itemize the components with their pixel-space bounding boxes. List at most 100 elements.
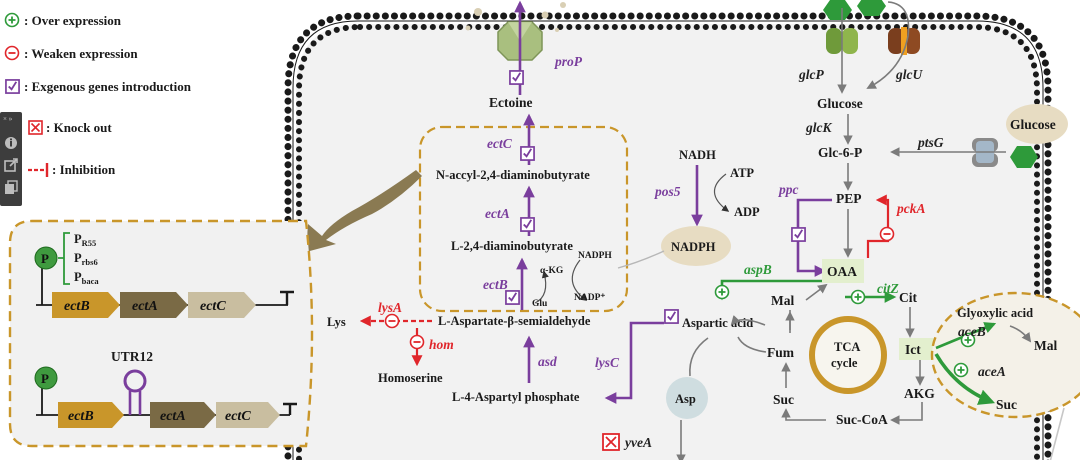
minus-circle-icon — [879, 226, 895, 242]
aspartyl-phosphate-node: L-4-Aspartyl phosphate — [452, 390, 580, 404]
glyoxylate-suc-node: Suc — [996, 397, 1017, 412]
glcu-label: glcU — [895, 67, 923, 82]
weaken-expression-legend: : Weaken expression — [4, 45, 138, 61]
oaa-node: OAA — [827, 264, 857, 279]
ectoine-particle — [555, 28, 559, 32]
promoter-r55: PR55 — [74, 232, 96, 248]
plus-circle-icon — [4, 12, 20, 28]
inhibition-legend: : Inhibition — [28, 162, 116, 177]
promoter-bracket — [58, 232, 70, 285]
checkbox-icon — [520, 217, 535, 232]
suc-node: Suc — [773, 392, 794, 407]
mal-node: Mal — [771, 293, 794, 308]
ecta-gene-label: ectA — [132, 299, 158, 314]
hom-label: hom — [429, 337, 454, 352]
glcp-label: glcP — [798, 67, 824, 82]
legend-exo-label: : Exgenous genes introduction — [24, 79, 192, 94]
knockout-legend: : Knock out — [28, 120, 112, 135]
toolbar-header: × » — [3, 115, 13, 123]
checkbox-icon — [664, 309, 679, 324]
exogenous-legend: : Exgenous genes introduction — [5, 79, 192, 94]
succoa-to-suc-arrow — [781, 408, 826, 421]
atp-to-adp-arrow — [713, 173, 730, 212]
ectoine-particle — [541, 11, 549, 19]
glucose-molecule — [857, 0, 886, 16]
pcka-label: pckA — [896, 201, 926, 216]
ectc-gene-block — [216, 402, 280, 428]
copy-icon[interactable] — [5, 180, 18, 194]
ectb-label: ectB — [483, 277, 508, 292]
nadph-bubble — [661, 226, 731, 266]
checkbox-icon — [520, 146, 535, 161]
glucose-outside-bubble — [1006, 104, 1068, 144]
mal-to-oaa-arrow — [805, 283, 828, 301]
legend-weaken-label: : Weaken expression — [24, 46, 138, 61]
nadp-small-label: NADP⁺ — [574, 293, 605, 303]
terminator-icon — [280, 290, 294, 305]
adp-label: ADP — [734, 205, 760, 219]
glcu-arrow — [866, 1, 910, 89]
ecta-label: ectA — [485, 206, 510, 221]
ectoine-particle — [465, 25, 471, 31]
promoter-letter: P — [41, 251, 49, 266]
fum-link-line — [737, 336, 767, 353]
checkbox-icon — [505, 290, 520, 305]
asp-node: Asp — [675, 392, 696, 406]
construct-2: P ectB UTR12 ectA ectC — [34, 349, 297, 428]
succoa-node: Suc-CoA — [836, 412, 888, 427]
legend-inhibit-label: : Inhibition — [52, 162, 116, 177]
ectb-gene-label: ectB — [64, 299, 90, 314]
inset-box — [8, 219, 314, 448]
ectb-gene-block — [58, 402, 124, 428]
plus-circle-icon — [953, 362, 969, 378]
aspb-label: aspB — [744, 262, 772, 277]
ppc-label: ppc — [778, 182, 799, 197]
glu-to-akg-arrow — [534, 270, 549, 304]
ict-node: Ict — [905, 342, 921, 357]
mal-to-aspartic-arrow — [730, 315, 766, 326]
checkbox-icon — [509, 70, 524, 85]
lysc-label: lysC — [595, 355, 620, 370]
glyoxylate-leader-line — [1049, 407, 1065, 460]
cell-membrane-line — [292, 20, 1044, 460]
glu-label: Glu — [532, 299, 548, 309]
cell-membrane-inner — [296, 24, 1040, 460]
ict-highlight — [899, 338, 935, 360]
lysa-label: lysA — [378, 300, 402, 315]
checkbox-icon — [5, 79, 20, 94]
cycle-label: cycle — [831, 356, 858, 370]
glck-label: glcK — [805, 120, 832, 135]
construct-1: P PR55 Prbs6 Pbaca ectB ectA ectC — [34, 232, 294, 318]
homoserine-node: Homoserine — [378, 371, 443, 385]
aspartate-semialdehyde-node: L-Aspartate-β-semialdehyde — [438, 314, 591, 328]
glucose-transporters: glcP glcU — [798, 0, 923, 94]
tca-label: TCA — [834, 340, 860, 354]
viewer-toolbar: × » — [0, 112, 22, 206]
glyoxylic-to-mal-arrow — [1009, 325, 1032, 343]
ict-to-suc-arrow — [934, 353, 996, 405]
aceb-label: aceB — [958, 324, 986, 339]
info-icon[interactable] — [5, 137, 17, 149]
promoter-rbs6: Prbs6 — [74, 251, 98, 267]
aspartic-acid-node: Aspartic acid — [682, 316, 753, 330]
oaa-highlight — [822, 259, 864, 283]
ectoine-node: Ectoine — [489, 95, 533, 110]
over-expression-legend: : Over expression — [4, 12, 122, 28]
ecta-gene-block — [120, 292, 188, 318]
checkbox-icon — [791, 227, 806, 242]
ectc-gene-block — [188, 292, 256, 318]
prop-label: proP — [554, 54, 583, 69]
legend-over-label: : Over expression — [24, 13, 122, 28]
promoter-letter: P — [41, 371, 49, 386]
ectoine-particle — [474, 8, 482, 16]
glyoxylate-bubble — [930, 291, 1080, 419]
ectb-gene-block — [52, 292, 120, 318]
open-external-icon[interactable] — [4, 158, 18, 172]
dab-node: L-2,4-diaminobutyrate — [451, 239, 573, 253]
nadh-node: NADH — [679, 148, 716, 162]
knockout-x-icon — [28, 120, 43, 135]
nadph-node: NADPH — [671, 240, 716, 254]
ectc-gene-label: ectC — [225, 409, 251, 424]
asp-to-aspartic-line — [689, 337, 709, 377]
